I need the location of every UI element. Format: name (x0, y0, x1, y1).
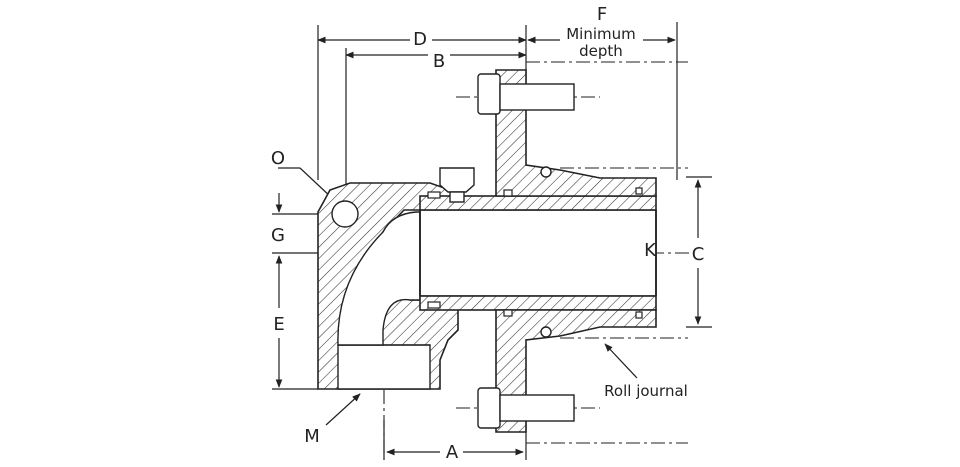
labels: D B F Minimum depth O G E K C M A Roll j… (271, 4, 704, 463)
label-minimum: Minimum (566, 25, 636, 43)
label-depth: depth (579, 42, 623, 60)
elbow-body (317, 182, 459, 390)
inner-tube (419, 195, 657, 311)
label-C: C (692, 244, 705, 265)
label-M: M (304, 426, 320, 447)
label-D: D (413, 29, 427, 50)
label-F: F (597, 4, 607, 25)
label-E: E (273, 314, 284, 335)
label-G: G (271, 225, 285, 246)
label-B: B (433, 51, 445, 72)
flange-rotor (427, 69, 657, 433)
label-A: A (446, 442, 459, 463)
label-K: K (644, 240, 657, 261)
label-O: O (271, 148, 285, 169)
label-roll-journal: Roll journal (604, 382, 688, 400)
